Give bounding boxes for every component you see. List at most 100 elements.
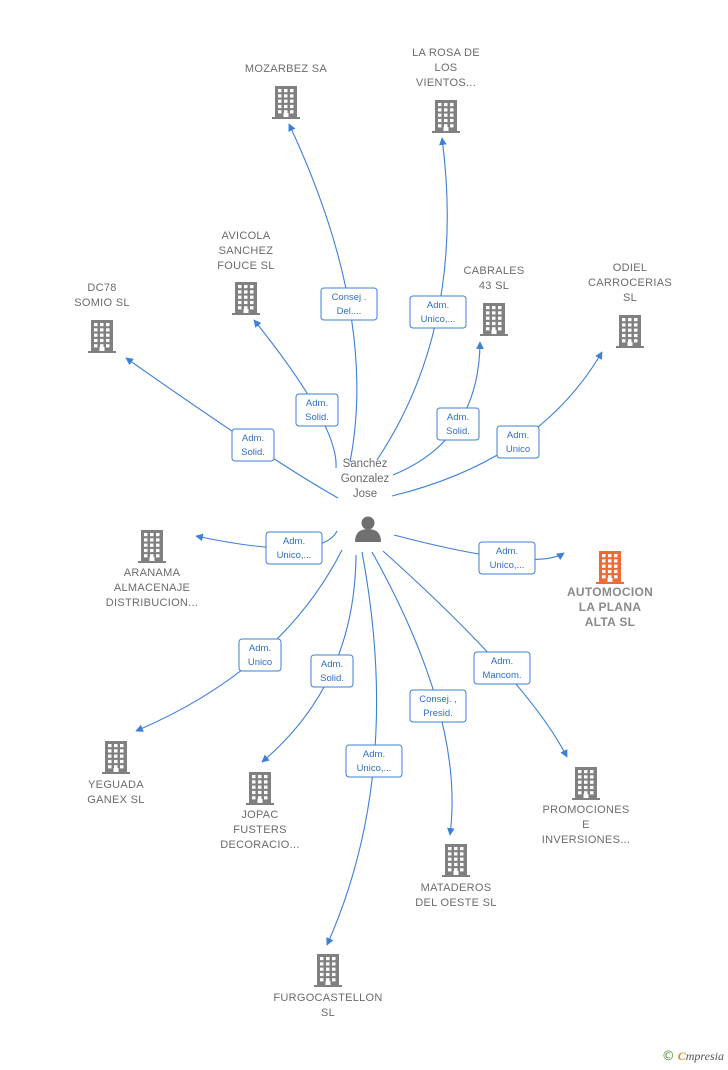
person-name: Gonzalez: [341, 473, 390, 485]
edge-dc78: [125, 357, 339, 499]
building-icon[interactable]: [616, 315, 644, 348]
nodes-layer: MOZARBEZ SA LA ROSA DE LOS VIENTOS... AVICOL…: [74, 47, 672, 1019]
company-name: DEL OESTE SL: [415, 897, 496, 909]
brand-first-letter: C: [677, 1049, 686, 1063]
company-name: ALMACENAJE: [114, 582, 190, 594]
building-icon[interactable]: [596, 551, 624, 584]
role-text: Adm.: [447, 412, 469, 423]
role-text: Unico,...: [277, 550, 312, 561]
role-badge-automocion[interactable]: Adm. Unico,...: [478, 541, 536, 575]
building-icon[interactable]: [572, 767, 600, 800]
company-name: ODIEL: [613, 262, 648, 274]
building-icon[interactable]: [432, 100, 460, 133]
company-name: DISTRIBUCION...: [106, 597, 199, 609]
company-name: CABRALES: [463, 265, 524, 277]
company-name: LA PLANA: [579, 600, 642, 614]
role-badge-promociones[interactable]: Adm.Mancom.: [473, 651, 531, 685]
role-text: Adm.: [507, 430, 529, 441]
company-name: SOMIO SL: [74, 297, 130, 309]
company-name: VIENTOS...: [416, 77, 476, 89]
roles-layer: Consej . Del.... Adm. Unico,... Adm. Solid. Ad…: [231, 287, 540, 778]
role-text: Adm.: [306, 398, 328, 409]
role-text: Adm.: [363, 749, 385, 760]
copyright-symbol: ©: [661, 1049, 675, 1064]
building-icon[interactable]: [232, 282, 260, 315]
company-node-odiel[interactable]: ODIEL CARROCERIAS SL: [588, 262, 672, 348]
company-name: DECORACIO...: [220, 839, 299, 851]
role-text: Unico,...: [490, 560, 525, 571]
company-name: ARANAMA: [124, 567, 181, 579]
role-text: Solid.: [446, 426, 470, 437]
role-text: Unico,...: [421, 314, 456, 325]
role-text: Unico,...: [357, 763, 392, 774]
company-name: MOZARBEZ SA: [245, 63, 328, 75]
role-text: Consej. ,: [419, 694, 457, 705]
company-node-aranama[interactable]: ARANAMA ALMACENAJE DISTRIBUCION...: [106, 530, 199, 609]
company-name: MATADEROS: [421, 882, 492, 894]
person-name: Jose: [353, 488, 377, 500]
role-badge-yeguada[interactable]: Adm. Unico: [238, 638, 282, 672]
role-text: Adm.: [496, 546, 518, 557]
building-icon[interactable]: [88, 320, 116, 353]
role-text: Adm.: [249, 643, 271, 654]
role-badge-cabrales[interactable]: Adm. Solid.: [436, 407, 480, 441]
role-text: Adm.: [321, 659, 343, 670]
company-node-furgocastellon[interactable]: FURGOCASTELLON SL: [273, 954, 382, 1019]
company-name: SL: [623, 292, 637, 304]
company-node-mozarbez[interactable]: MOZARBEZ SA: [245, 63, 328, 119]
role-text: Solid.: [320, 673, 344, 684]
company-name: FUSTERS: [233, 824, 286, 836]
company-name: GANEX SL: [87, 794, 144, 806]
building-icon[interactable]: [272, 86, 300, 119]
role-badge-furgocastellon[interactable]: Adm. Unico,...: [345, 744, 403, 778]
role-text: Adm.: [242, 433, 264, 444]
company-name: LA ROSA DE: [412, 47, 480, 59]
company-node-mataderos[interactable]: MATADEROS DEL OESTE SL: [415, 844, 496, 909]
role-text: Consej .: [332, 292, 367, 303]
brand-name: mpresia: [685, 1049, 724, 1063]
company-node-promociones[interactable]: PROMOCIONESEINVERSIONES...: [542, 767, 631, 846]
company-name: ALTA SL: [585, 615, 636, 629]
role-text: Solid.: [305, 412, 329, 423]
building-icon[interactable]: [442, 844, 470, 877]
company-name: SANCHEZ: [219, 245, 274, 257]
building-icon[interactable]: [102, 741, 130, 774]
role-text: Mancom.: [482, 670, 521, 681]
company-node-yeguada[interactable]: YEGUADA GANEX SL: [87, 741, 144, 806]
role-badge-jopac[interactable]: Adm. Solid.: [310, 654, 354, 688]
role-badge-dc78[interactable]: Adm.Solid.: [231, 428, 275, 462]
role-text: Presid.: [423, 708, 453, 719]
role-text: Del....: [337, 306, 362, 317]
company-name: FURGOCASTELLON: [273, 992, 382, 1004]
role-badge-la-rosa[interactable]: Adm. Unico,...: [409, 295, 467, 329]
company-name: CARROCERIAS: [588, 277, 672, 289]
role-badge-mozarbez[interactable]: Consej . Del....: [320, 287, 378, 321]
role-badge-odiel[interactable]: Adm.Unico: [496, 425, 540, 459]
company-name: 43 SL: [479, 280, 509, 292]
company-name: LOS: [435, 62, 458, 74]
building-icon[interactable]: [246, 772, 274, 805]
company-node-la-rosa[interactable]: LA ROSA DE LOS VIENTOS...: [412, 47, 480, 133]
role-badge-aranama[interactable]: Adm.Unico,...: [265, 531, 323, 565]
company-name: YEGUADA: [88, 779, 144, 791]
building-icon[interactable]: [480, 303, 508, 336]
role-badge-avicola[interactable]: Adm. Solid.: [295, 393, 339, 427]
company-node-cabrales[interactable]: CABRALES 43 SL: [463, 265, 524, 336]
company-name: SL: [321, 1007, 335, 1019]
company-name: DC78: [87, 282, 116, 294]
role-badge-mataderos[interactable]: Consej. , Presid.: [409, 689, 467, 723]
building-icon[interactable]: [314, 954, 342, 987]
person-icon[interactable]: [355, 516, 381, 543]
company-name: E: [582, 819, 590, 831]
role-text: Unico: [248, 657, 272, 668]
building-icon[interactable]: [138, 530, 166, 563]
company-name: AVICOLA: [222, 230, 271, 242]
role-text: Adm.: [427, 300, 449, 311]
edge-odiel: [391, 351, 603, 497]
company-node-jopac[interactable]: JOPACFUSTERSDECORACIO...: [220, 772, 299, 851]
company-name: PROMOCIONES: [542, 804, 629, 816]
